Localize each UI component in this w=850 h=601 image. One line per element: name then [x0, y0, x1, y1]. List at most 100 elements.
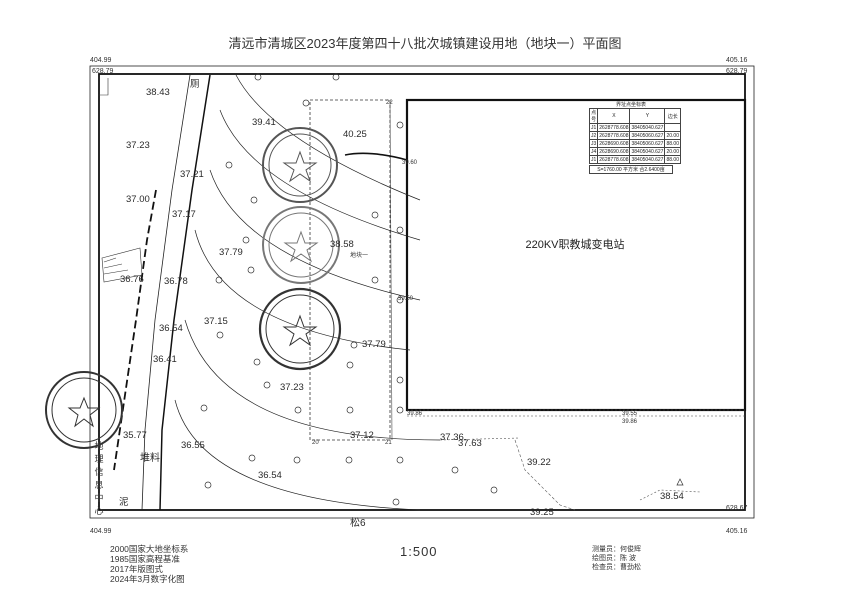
elevation-label: 38.58 — [330, 239, 354, 250]
table-row: J3 2628690.608 38405060.627 88.00 — [588, 139, 681, 148]
road-label: 松6 — [350, 518, 366, 529]
map-scale: 1:500 — [400, 544, 438, 559]
substation-label: 220KV职教城变电站 — [525, 239, 625, 251]
small-mark: 39.60 — [402, 160, 418, 166]
elevation-label: 39.25 — [530, 507, 554, 518]
table-cell: 38405040.627 — [629, 147, 666, 156]
staff-line: 测量员：何俊辉 — [592, 546, 641, 553]
header-cell: 点号 — [588, 108, 599, 124]
table-cell: J1 — [588, 123, 599, 132]
table-cell — [664, 123, 681, 132]
table-row: J1 2628778.608 38405040.627 — [588, 123, 681, 132]
table-cell: 2628778.608 — [597, 155, 631, 164]
plot-label: 地块一 — [350, 253, 369, 259]
table-cell: 2628690.608 — [597, 139, 631, 148]
elevation-label: 36.55 — [181, 440, 205, 451]
elevation-label: 37.17 — [172, 209, 196, 220]
table-cell: 88.00 — [664, 155, 681, 164]
small-mark: 39.50 — [398, 296, 414, 302]
corner-tr-y: 628.79 — [726, 68, 748, 75]
bottom-char-label: 泥 — [119, 497, 129, 508]
seal-vertical-char: 心 — [94, 506, 104, 516]
small-mark: 21 — [385, 440, 392, 446]
seal-vertical-char: 息 — [94, 480, 104, 490]
elevation-label: 37.15 — [204, 316, 228, 327]
corner-br-x: 405.16 — [726, 528, 748, 535]
staff-block: 测量员：何俊辉 绘图员：陈 波 检查员：曹劲松 — [592, 545, 641, 572]
seal-3 — [258, 287, 342, 371]
legend-line: 2024年3月数字化图 — [110, 574, 185, 584]
legend-block: 2000国家大地坐标系 1985国家高程基准 2017年版图式 2024年3月数… — [110, 544, 188, 584]
elevation-label: 36.76 — [120, 274, 144, 285]
small-mark: 39.86 — [407, 411, 423, 417]
elevation-label: 37.00 — [126, 194, 150, 205]
table-cell: J1 — [588, 155, 599, 164]
table-cell: 2628690.608 — [597, 147, 631, 156]
small-mark: 39.55 — [622, 411, 638, 417]
dashed-boundary — [113, 189, 157, 471]
elevation-label: 37.21 — [180, 169, 204, 180]
outer-frame — [89, 65, 755, 519]
corner-tl-y: 628.79 — [92, 68, 114, 75]
table-row: J1 2628778.608 38405040.627 88.00 — [588, 155, 681, 164]
corner-br-y: 628.67 — [726, 505, 748, 512]
table-cell: J4 — [588, 147, 599, 156]
header-cell: Y — [629, 108, 666, 124]
legend-line: 2017年版图式 — [110, 564, 163, 574]
small-mark: 20 — [312, 440, 319, 446]
substation-boundary — [405, 98, 747, 412]
parcel-boundary — [309, 99, 391, 441]
seal-2 — [262, 206, 340, 284]
seal-vertical-char: 地 — [94, 441, 104, 451]
elevation-label: 35.77 — [123, 430, 147, 441]
elevation-label: 36.54 — [258, 470, 282, 481]
staff-line: 绘图员：陈 波 — [592, 555, 636, 562]
table-cell: 38405040.627 — [629, 123, 666, 132]
coord-table-header: 点号 X Y 边长 — [588, 108, 681, 124]
corner-tl-x: 404.99 — [90, 57, 112, 64]
small-mark: 39.86 — [622, 419, 638, 425]
table-cell: 38405040.627 — [629, 155, 666, 164]
table-row: J4 2628690.608 38405040.627 20.00 — [588, 147, 681, 156]
elevation-label: 38.43 — [146, 87, 170, 98]
seal-1 — [262, 127, 338, 203]
elevation-label: 37.36 — [440, 432, 464, 443]
small-mark: 22 — [386, 100, 393, 106]
elevation-label: 37.23 — [280, 382, 304, 393]
map-title: 清远市清城区2023年度第四十八批次城镇建设用地（地块一）平面图 — [228, 36, 622, 51]
survey-points — [200, 73, 498, 506]
corner-tr-x: 405.16 — [726, 57, 748, 64]
elevation-label: 39.22 — [527, 457, 551, 468]
elevation-label: 37.12 — [350, 430, 374, 441]
table-cell: 38405060.627 — [629, 139, 666, 148]
coord-table: 点号 X Y 边长 J1 2628778.608 38405040.627 J2… — [588, 108, 681, 164]
table-cell: 88.00 — [664, 139, 681, 148]
legend-line: 2000国家大地坐标系 — [110, 544, 189, 554]
table-row: J2 2628778.608 38405060.627 20.00 — [588, 131, 681, 140]
staff-line: 检查员：曹劲松 — [592, 564, 641, 571]
header-cell: 边长 — [664, 108, 681, 124]
seal-vertical-char: 中 — [94, 493, 104, 503]
toilet-label: 厕 — [190, 79, 200, 90]
seal-vertical-char: 理 — [94, 454, 104, 464]
table-cell: J2 — [588, 131, 599, 140]
table-cell: 20.00 — [664, 147, 681, 156]
elevation-label: 36.41 — [153, 354, 177, 365]
table-cell: 2628778.608 — [597, 123, 631, 132]
pile-label: 堆料 — [140, 453, 160, 464]
elevation-label: 40.25 — [343, 129, 367, 140]
seal-left — [45, 371, 123, 449]
elevation-label: 36.54 — [159, 323, 183, 334]
elevation-label: 37.63 — [458, 438, 482, 449]
coord-table-footer: S=1760.00 平方米 合2.6400亩 — [589, 165, 673, 174]
seal-vertical-char: 信 — [94, 467, 104, 477]
elevation-label: 38.54 — [660, 491, 684, 502]
table-cell: J3 — [588, 139, 599, 148]
elevation-label: 37.79 — [219, 247, 243, 258]
table-cell: 38405060.627 — [629, 131, 666, 140]
elevation-label: 36.78 — [164, 276, 188, 287]
header-cell: X — [597, 108, 631, 124]
legend-line: 1985国家高程基准 — [110, 554, 180, 564]
road-edge-right — [159, 74, 211, 511]
